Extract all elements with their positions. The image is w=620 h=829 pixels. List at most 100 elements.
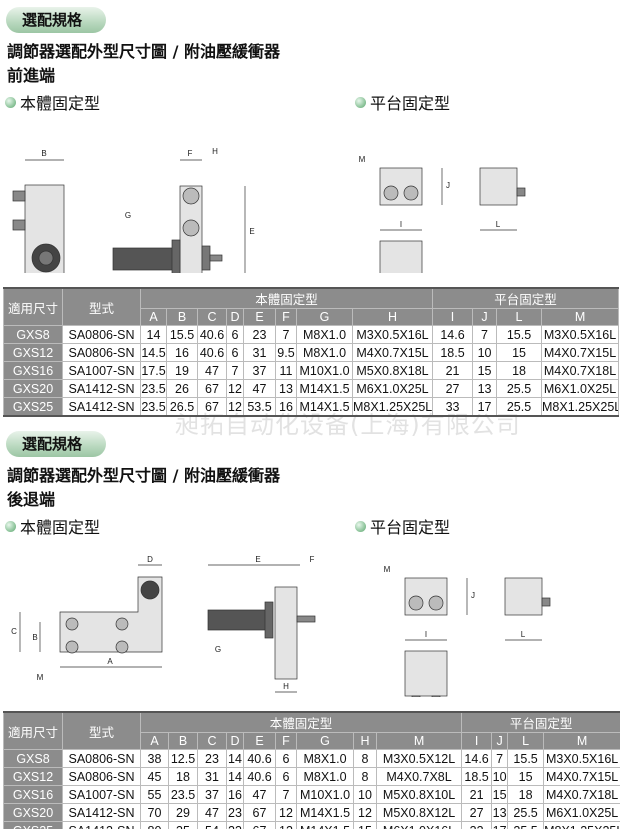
table-cell: 7 bbox=[275, 325, 297, 344]
table-cell: 37 bbox=[197, 785, 227, 804]
dim-label-l: L bbox=[496, 220, 501, 229]
table-cell: M14X1.5 bbox=[296, 379, 353, 398]
table-cell: 17.5 bbox=[140, 361, 167, 380]
table-cell: 14.5 bbox=[140, 343, 167, 362]
table-cell: M14X1.5 bbox=[296, 397, 353, 417]
heading-label: 本體固定型 bbox=[20, 94, 101, 113]
heading-label: 平台固定型 bbox=[370, 518, 451, 537]
table-cell: 45 bbox=[140, 767, 169, 786]
table-cell: 10 bbox=[472, 343, 498, 362]
table-cell: M14X1.5 bbox=[296, 821, 354, 829]
table-cell: 6 bbox=[275, 749, 297, 768]
table-cell: 18.5 bbox=[461, 767, 493, 786]
col-model: 型式 bbox=[62, 287, 141, 326]
table-cell: M5X0.8X12L bbox=[375, 803, 463, 822]
dim-label-m: M bbox=[359, 155, 366, 164]
section-badge: 選配規格 bbox=[6, 431, 106, 457]
table-cell: M14X1.5 bbox=[296, 803, 354, 822]
table-cell: 31 bbox=[197, 767, 227, 786]
header-row: 適用尺寸型式本體固定型平台固定型 bbox=[3, 287, 620, 326]
group-platform-mount: 平台固定型 bbox=[461, 711, 620, 733]
col-header: A bbox=[140, 308, 167, 326]
table-cell: M4X0.7X15L bbox=[351, 343, 434, 362]
col-header: F bbox=[275, 308, 297, 326]
group-platform-mount: 平台固定型 bbox=[432, 287, 620, 309]
table-cell: 17 bbox=[472, 397, 498, 417]
col-header: L bbox=[507, 732, 545, 750]
table-cell: 15 bbox=[491, 785, 509, 804]
dim-label-i: I bbox=[425, 630, 427, 639]
table-cell: SA0806-SN bbox=[62, 343, 141, 362]
table-cell: 15.5 bbox=[166, 325, 198, 344]
table-cell: 80 bbox=[140, 821, 169, 829]
table-cell: 54 bbox=[197, 821, 227, 829]
table-cell: 67 bbox=[197, 397, 227, 417]
col-header: F bbox=[275, 732, 297, 750]
table-cell: M8X1.25X25L bbox=[541, 397, 620, 417]
section-title: 調節器選配外型尺寸圖 / 附油壓緩衝器 bbox=[7, 42, 280, 61]
table-cell: 12 bbox=[226, 379, 244, 398]
table-cell: 10 bbox=[491, 767, 509, 786]
col-model: 型式 bbox=[62, 711, 141, 750]
table-cell: M8X1.25X25L bbox=[351, 397, 434, 417]
table-cell: 47 bbox=[197, 361, 227, 380]
table-cell: 16 bbox=[275, 397, 297, 417]
table-cell: 55 bbox=[140, 785, 169, 804]
table-cell: 10 bbox=[353, 785, 377, 804]
section-title: 調節器選配外型尺寸圖 / 附油壓緩衝器 bbox=[7, 466, 280, 485]
dim-label-j: J bbox=[471, 591, 475, 600]
table-cell: 18 bbox=[168, 767, 198, 786]
table-cell: 12 bbox=[275, 803, 297, 822]
heading-label: 平台固定型 bbox=[370, 94, 451, 113]
table-cell: 13 bbox=[275, 379, 297, 398]
col-header: I bbox=[461, 732, 493, 750]
table-cell: 47 bbox=[243, 379, 276, 398]
table-cell: 15 bbox=[507, 767, 545, 786]
table-cell: SA0806-SN bbox=[62, 749, 141, 768]
col-header: I bbox=[432, 308, 474, 326]
table-cell: 31 bbox=[243, 343, 276, 362]
group-body-mount: 本體固定型 bbox=[139, 287, 434, 309]
size-cell: GXS16 bbox=[3, 361, 63, 380]
size-cell: GXS12 bbox=[3, 343, 63, 362]
dim-label-g: G bbox=[125, 211, 131, 220]
table-cell: 27 bbox=[432, 379, 474, 398]
size-cell: GXS8 bbox=[3, 325, 63, 344]
col-header: M bbox=[541, 308, 620, 326]
table-cell: 67 bbox=[243, 803, 276, 822]
table-cell: 7 bbox=[491, 749, 509, 768]
table-cell: SA0806-SN bbox=[62, 325, 141, 344]
size-cell: GXS16 bbox=[3, 785, 63, 804]
table-cell: M5X0.8X10L bbox=[375, 785, 463, 804]
table-cell: 8 bbox=[353, 767, 377, 786]
table-cell: 18.5 bbox=[432, 343, 474, 362]
table-cell: 25.5 bbox=[496, 379, 543, 398]
heading-label: 本體固定型 bbox=[20, 518, 101, 537]
table-cell: 18 bbox=[496, 361, 543, 380]
table-cell: M6X1.0X25L bbox=[541, 379, 620, 398]
table-cell: M6X1.0X16L bbox=[375, 821, 463, 829]
dim-label-e: E bbox=[255, 555, 260, 564]
dim-label-m: M bbox=[384, 565, 391, 574]
dim-label-h: H bbox=[283, 682, 289, 691]
col-header: H bbox=[351, 308, 434, 326]
dim-label-j: J bbox=[446, 181, 450, 190]
dim-label-h: H bbox=[212, 147, 218, 156]
table-cell: 25.5 bbox=[496, 397, 543, 417]
table-cell: 23.5 bbox=[140, 397, 167, 417]
table-cell: 25.5 bbox=[507, 821, 545, 829]
dim-label-c: C bbox=[11, 627, 17, 636]
table-cell: 12.5 bbox=[168, 749, 198, 768]
table-cell: 47 bbox=[197, 803, 227, 822]
col-size: 適用尺寸 bbox=[3, 287, 63, 326]
table-cell: 14.6 bbox=[461, 749, 493, 768]
table-cell: M3X0.5X16L bbox=[351, 325, 434, 344]
